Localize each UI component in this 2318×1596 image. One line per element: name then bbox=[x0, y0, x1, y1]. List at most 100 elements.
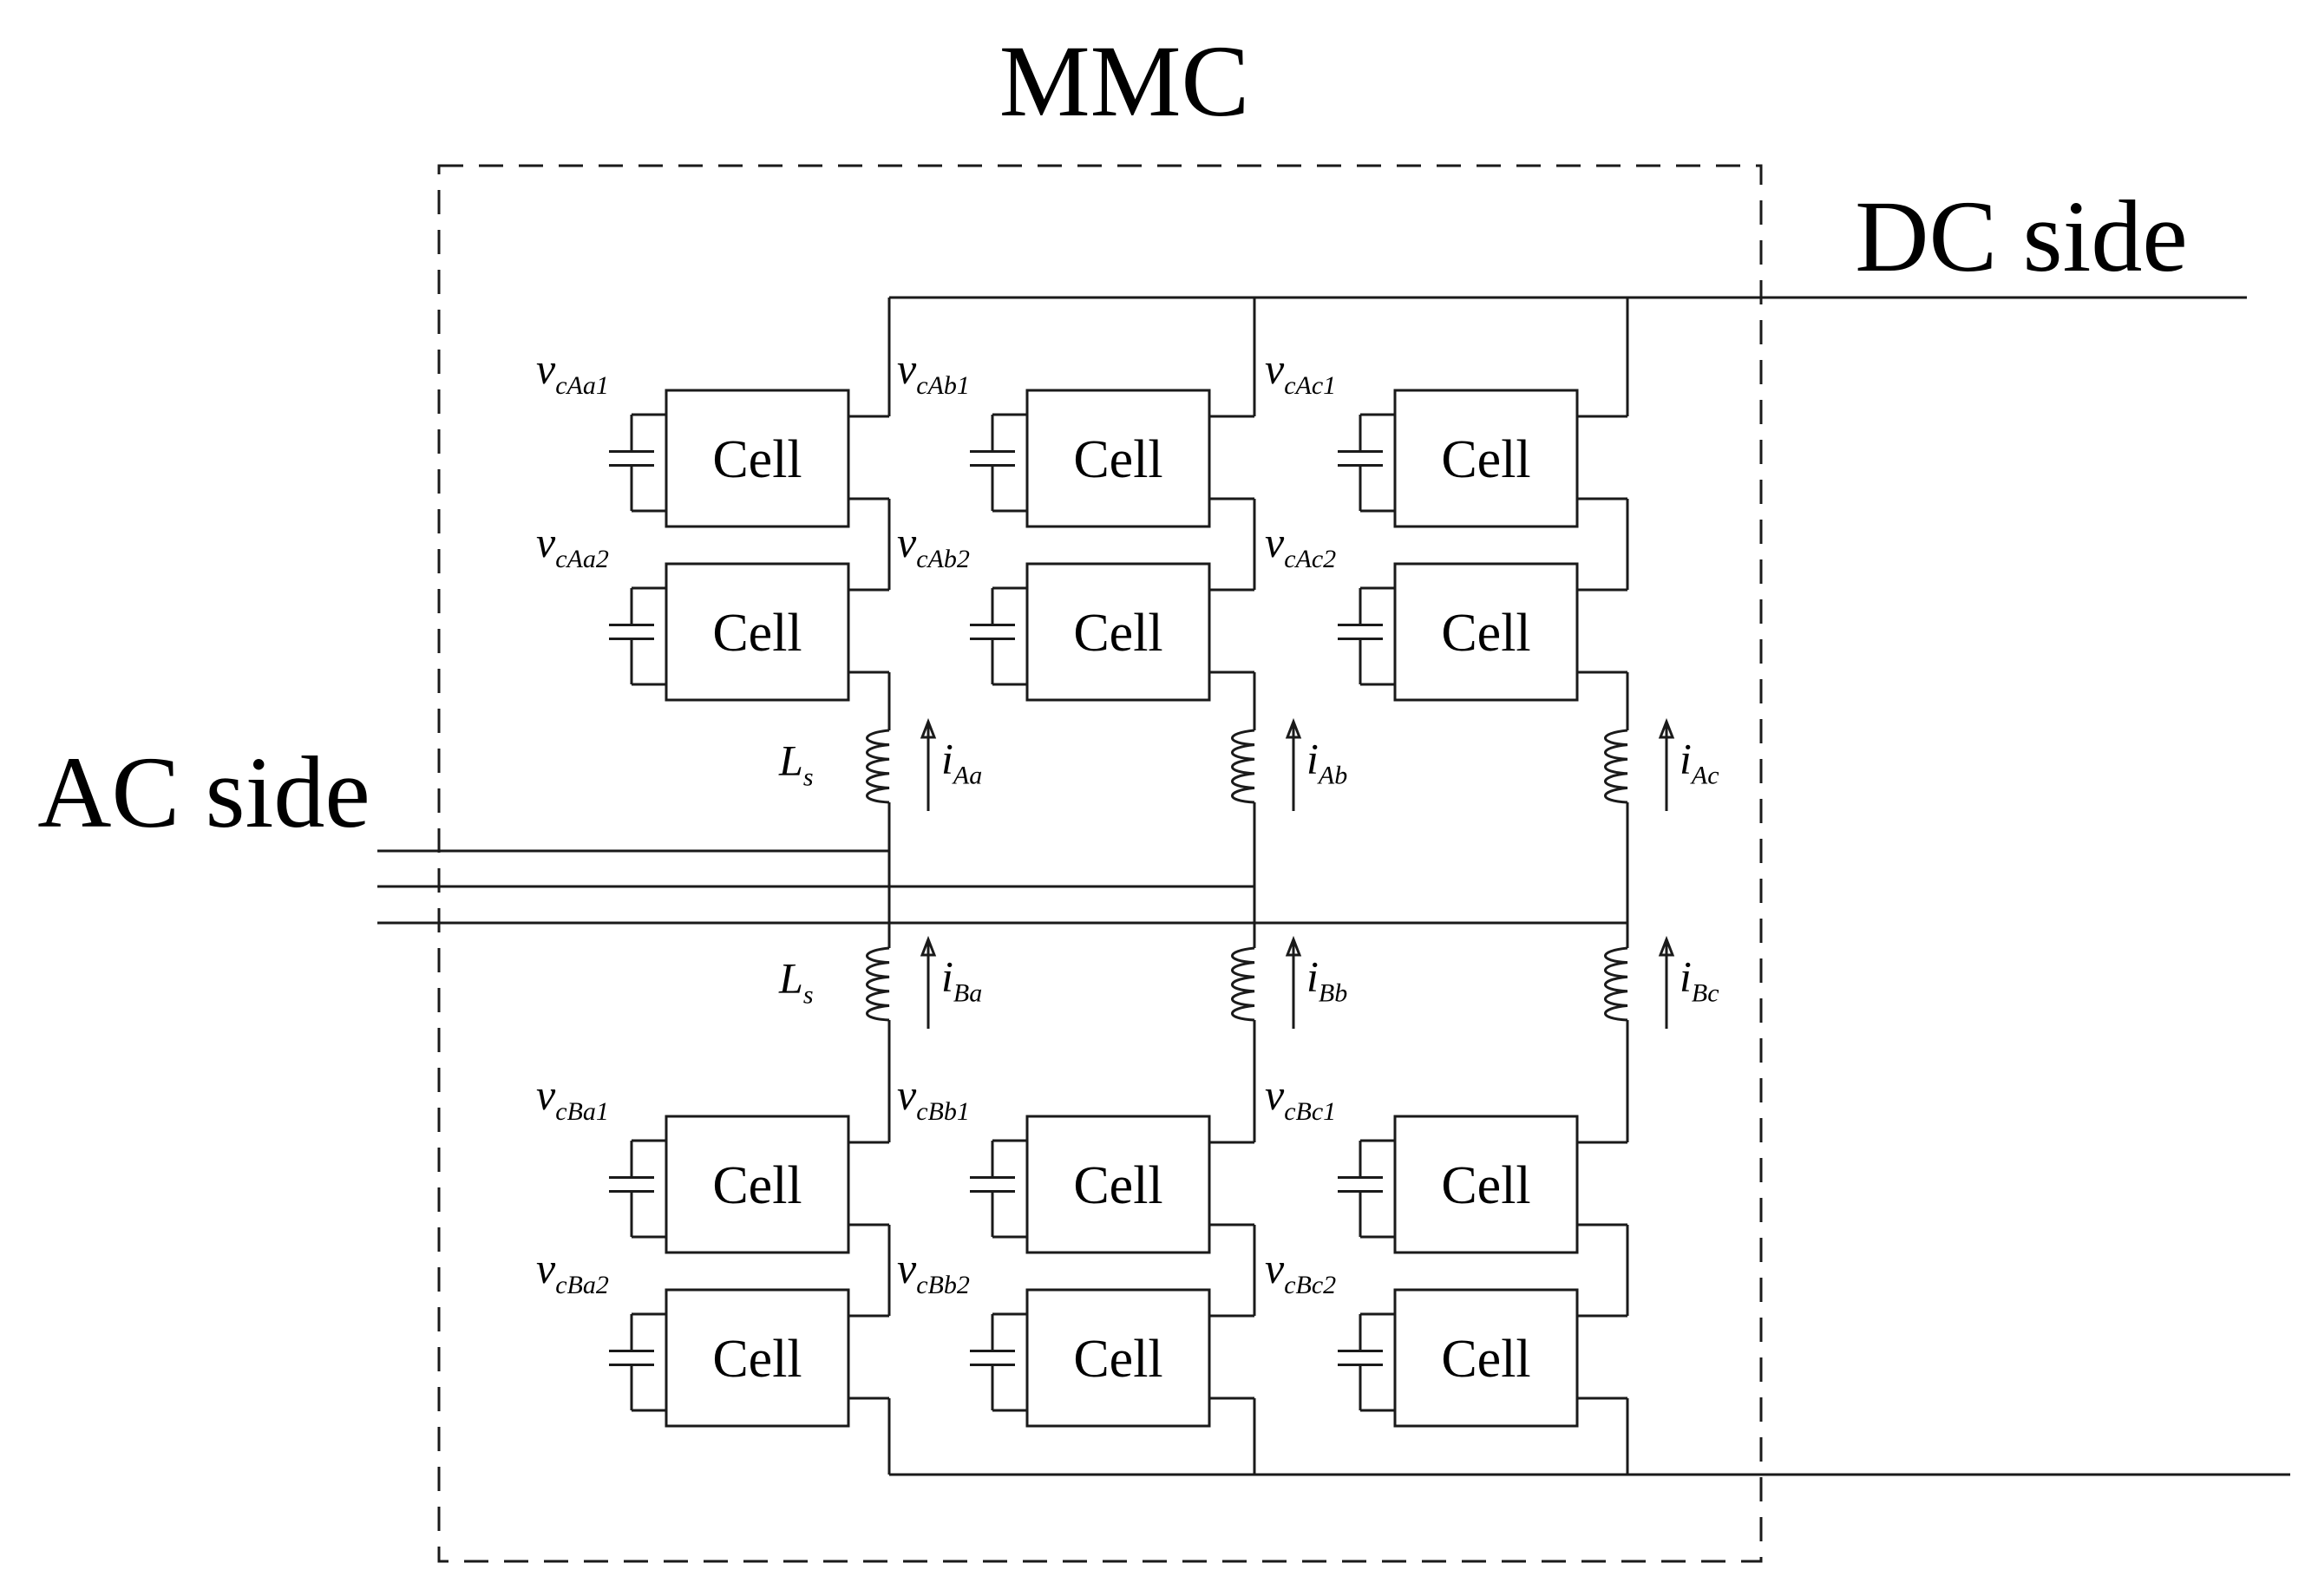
voltage-label-lower_arms-0-cell-0-symbol: v bbox=[536, 1070, 556, 1119]
voltage-label-upper_arms-0-cell-0-symbol: v bbox=[536, 344, 556, 393]
current-label-upper_arms-0-subscript: Aa bbox=[952, 762, 982, 790]
mmc-title: MMC bbox=[999, 24, 1250, 138]
cell-box-upper_arms-2-cell-1 bbox=[1393, 562, 1579, 702]
voltage-label-lower_arms-2-cell-1-symbol: v bbox=[1265, 1244, 1285, 1292]
cell-box-upper_arms-1-cell-0 bbox=[1025, 389, 1211, 528]
inductor-label-lower_arms-0-symbol: L bbox=[778, 954, 803, 1003]
cell-box-lower_arms-0-cell-0 bbox=[665, 1115, 850, 1254]
current-arrow-upper_arms-2-head bbox=[1658, 717, 1675, 739]
inductor-label-lower_arms-0: Ls bbox=[778, 954, 814, 1010]
cell-label-upper_arms-1-cell-1: Cell bbox=[1073, 604, 1162, 663]
ac-side-label: AC side bbox=[37, 736, 370, 849]
cell-label-lower_arms-2-cell-1: Cell bbox=[1441, 1330, 1530, 1389]
current-label-lower_arms-1-symbol: i bbox=[1306, 952, 1319, 1001]
voltage-label-upper_arms-0-cell-0: vcAa1 bbox=[536, 344, 609, 400]
voltage-label-lower_arms-0-cell-1: vcBa2 bbox=[536, 1244, 609, 1299]
current-label-lower_arms-1: iBb bbox=[1306, 952, 1347, 1008]
cell-box-lower_arms-2-cell-1 bbox=[1393, 1288, 1579, 1428]
current-label-upper_arms-0-symbol: i bbox=[941, 735, 953, 783]
cell-box-upper_arms-2-cell-0 bbox=[1393, 389, 1579, 528]
current-arrow-upper_arms-1-head bbox=[1285, 717, 1302, 739]
voltage-label-lower_arms-1-cell-0: vcBb1 bbox=[897, 1070, 970, 1126]
voltage-label-upper_arms-1-cell-0: vcAb1 bbox=[897, 344, 970, 400]
current-label-upper_arms-2: iAc bbox=[1680, 735, 1719, 790]
current-label-upper_arms-1-subscript: Ab bbox=[1317, 762, 1347, 790]
cell-label-upper_arms-2-cell-0: Cell bbox=[1441, 430, 1530, 489]
voltage-label-lower_arms-0-cell-1-symbol: v bbox=[536, 1244, 556, 1292]
current-arrow-lower_arms-0-head bbox=[920, 935, 937, 957]
current-arrow-lower_arms-2-head bbox=[1658, 935, 1675, 957]
cell-box-lower_arms-1-cell-1 bbox=[1025, 1288, 1211, 1428]
cell-label-upper_arms-1-cell-0: Cell bbox=[1073, 430, 1162, 489]
voltage-label-lower_arms-1-cell-0-subscript: cBb1 bbox=[916, 1097, 970, 1126]
dc-side-label: DC side bbox=[1855, 180, 2188, 293]
current-label-upper_arms-2-subscript: Ac bbox=[1690, 762, 1719, 790]
cell-box-lower_arms-2-cell-0 bbox=[1393, 1115, 1579, 1254]
cell-label-upper_arms-0-cell-0: Cell bbox=[712, 430, 802, 489]
voltage-label-lower_arms-0-cell-0-subscript: cBa1 bbox=[555, 1097, 609, 1126]
current-label-lower_arms-2: iBc bbox=[1680, 952, 1719, 1008]
cell-box-upper_arms-0-cell-0 bbox=[665, 389, 850, 528]
mmc-boundary bbox=[437, 164, 1763, 1563]
current-label-lower_arms-1-subscript: Bb bbox=[1319, 979, 1347, 1008]
voltage-label-upper_arms-1-cell-1-symbol: v bbox=[897, 518, 917, 566]
cell-label-lower_arms-1-cell-0: Cell bbox=[1073, 1156, 1162, 1215]
cell-label-lower_arms-2-cell-0: Cell bbox=[1441, 1156, 1530, 1215]
inductor-upper_arms-2 bbox=[1604, 729, 1628, 804]
current-arrow-upper_arms-0-head bbox=[920, 717, 937, 739]
voltage-label-upper_arms-2-cell-1: vcAc2 bbox=[1265, 518, 1336, 573]
inductor-upper_arms-1 bbox=[1231, 729, 1255, 804]
inductor-lower_arms-0 bbox=[866, 946, 890, 1022]
current-label-lower_arms-0: iBa bbox=[941, 952, 982, 1008]
voltage-label-lower_arms-2-cell-1-subscript: cBc2 bbox=[1284, 1271, 1336, 1299]
cell-label-upper_arms-2-cell-1: Cell bbox=[1441, 604, 1530, 663]
voltage-label-upper_arms-2-cell-1-subscript: cAc2 bbox=[1284, 545, 1336, 573]
voltage-label-lower_arms-0-cell-0: vcBa1 bbox=[536, 1070, 609, 1126]
voltage-label-lower_arms-2-cell-0: vcBc1 bbox=[1265, 1070, 1336, 1126]
cell-label-lower_arms-0-cell-0: Cell bbox=[712, 1156, 802, 1215]
voltage-label-lower_arms-0-cell-1-subscript: cBa2 bbox=[555, 1271, 609, 1299]
cell-label-upper_arms-0-cell-1: Cell bbox=[712, 604, 802, 663]
inductor-upper_arms-0 bbox=[866, 729, 890, 804]
current-label-lower_arms-2-subscript: Bc bbox=[1692, 979, 1719, 1008]
cell-label-lower_arms-0-cell-1: Cell bbox=[712, 1330, 802, 1389]
current-label-lower_arms-2-symbol: i bbox=[1680, 952, 1692, 1001]
current-arrow-lower_arms-1-head bbox=[1285, 935, 1302, 957]
voltage-label-lower_arms-2-cell-1: vcBc2 bbox=[1265, 1244, 1336, 1299]
voltage-label-upper_arms-0-cell-0-subscript: cAa1 bbox=[555, 371, 609, 400]
current-label-lower_arms-0-symbol: i bbox=[941, 952, 953, 1001]
inductor-label-upper_arms-0-symbol: L bbox=[778, 736, 803, 785]
voltage-label-upper_arms-1-cell-1-subscript: cAb2 bbox=[916, 545, 970, 573]
current-label-upper_arms-1: iAb bbox=[1306, 735, 1347, 790]
inductor-label-upper_arms-0-subscript: s bbox=[803, 763, 814, 792]
cell-box-lower_arms-0-cell-1 bbox=[665, 1288, 850, 1428]
cell-box-upper_arms-0-cell-1 bbox=[665, 562, 850, 702]
voltage-label-upper_arms-2-cell-0: vcAc1 bbox=[1265, 344, 1336, 400]
inductor-label-lower_arms-0-subscript: s bbox=[803, 981, 814, 1010]
voltage-label-upper_arms-0-cell-1-subscript: cAa2 bbox=[555, 545, 609, 573]
current-label-upper_arms-1-symbol: i bbox=[1306, 735, 1319, 783]
voltage-label-lower_arms-1-cell-1: vcBb2 bbox=[897, 1244, 970, 1299]
inductor-lower_arms-1 bbox=[1231, 946, 1255, 1022]
inductor-lower_arms-2 bbox=[1604, 946, 1628, 1022]
voltage-label-lower_arms-1-cell-1-subscript: cBb2 bbox=[916, 1271, 970, 1299]
voltage-label-upper_arms-2-cell-1-symbol: v bbox=[1265, 518, 1285, 566]
cell-label-lower_arms-1-cell-1: Cell bbox=[1073, 1330, 1162, 1389]
current-label-lower_arms-0-subscript: Ba bbox=[953, 979, 982, 1008]
current-label-upper_arms-0: iAa bbox=[941, 735, 982, 790]
inductor-label-upper_arms-0: Ls bbox=[778, 736, 814, 792]
voltage-label-lower_arms-2-cell-0-symbol: v bbox=[1265, 1070, 1285, 1119]
voltage-label-lower_arms-2-cell-0-subscript: cBc1 bbox=[1284, 1097, 1336, 1126]
voltage-label-upper_arms-2-cell-0-subscript: cAc1 bbox=[1284, 371, 1336, 400]
voltage-label-upper_arms-0-cell-1-symbol: v bbox=[536, 518, 556, 566]
voltage-label-upper_arms-1-cell-1: vcAb2 bbox=[897, 518, 970, 573]
voltage-label-upper_arms-0-cell-1: vcAa2 bbox=[536, 518, 609, 573]
cell-box-upper_arms-1-cell-1 bbox=[1025, 562, 1211, 702]
voltage-label-upper_arms-1-cell-0-symbol: v bbox=[897, 344, 917, 393]
voltage-label-upper_arms-2-cell-0-symbol: v bbox=[1265, 344, 1285, 393]
voltage-label-lower_arms-1-cell-0-symbol: v bbox=[897, 1070, 917, 1119]
voltage-label-lower_arms-1-cell-1-symbol: v bbox=[897, 1244, 917, 1292]
cell-box-lower_arms-1-cell-0 bbox=[1025, 1115, 1211, 1254]
